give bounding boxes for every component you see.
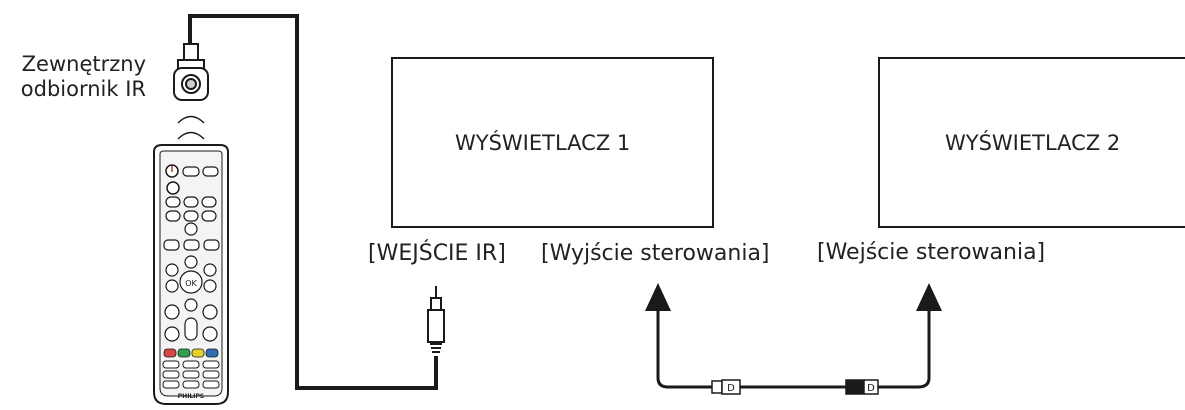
cable-plug-right-letter: D [867,383,875,394]
remote-control-icon: OK PHILIPS [153,144,229,405]
ir-signal-waves-icon [177,115,205,140]
display-2: WYŚWIETLACZ 2 [878,57,1185,228]
cable-plug-left-icon: D [711,379,741,395]
svg-text:OK: OK [185,279,197,288]
control-output-port-label: [Wyjście sterowania] [541,241,770,266]
ir-receiver-cable [188,14,438,390]
external-ir-receiver-label-line1: Zewnętrzny [21,52,146,76]
control-input-port-label: [Wejście sterowania] [817,240,1046,265]
remote-brand-text: PHILIPS [178,393,204,400]
cable-plug-right-icon: D [845,379,879,395]
ir-receiver-icon [173,43,209,101]
control-input-arrow [916,283,942,311]
ir-input-port-label: [WEJŚCIE IR] [368,241,506,266]
cable-plug-left-letter: D [727,383,735,394]
display-1-label: WYŚWIETLACZ 1 [455,131,631,155]
external-ir-receiver-label: Zewnętrzny odbiornik IR [6,52,146,102]
display-link-cable [656,308,931,389]
external-ir-receiver-label-line2: odbiornik IR [20,77,146,101]
display-2-label: WYŚWIETLACZ 2 [945,131,1121,155]
display-1: WYŚWIETLACZ 1 [391,57,714,228]
ir-jack-plug-icon [427,286,445,353]
control-output-arrow [645,283,671,311]
